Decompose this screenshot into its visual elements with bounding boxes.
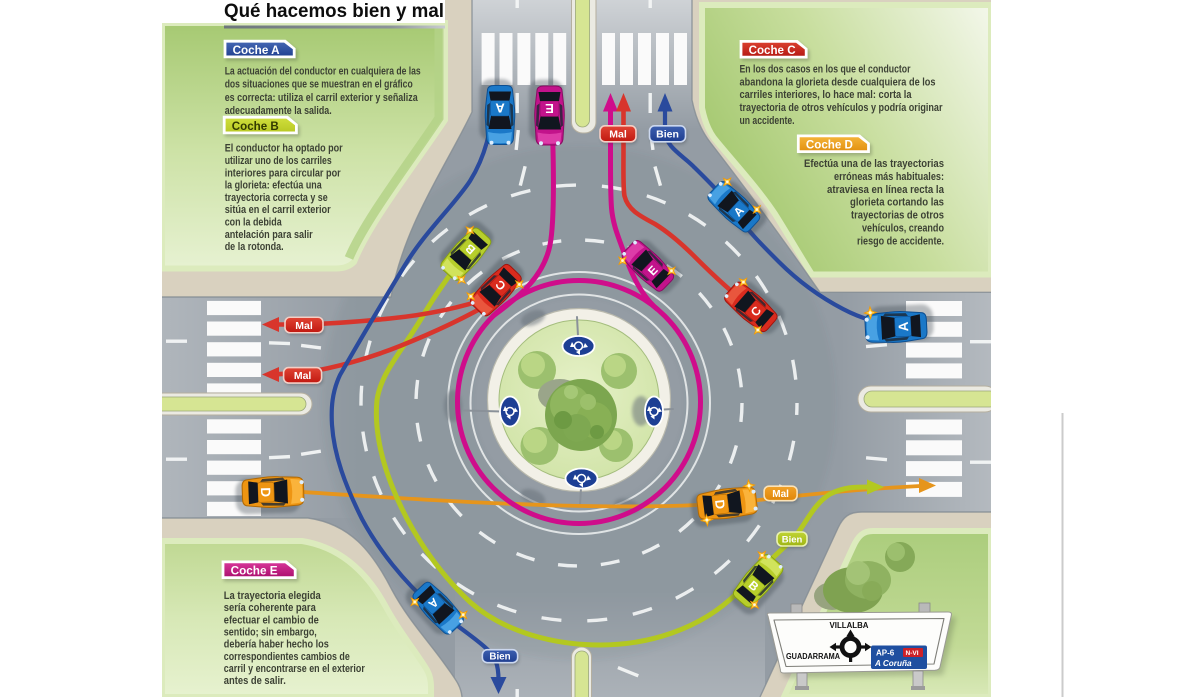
svg-text:A Coruña: A Coruña: [874, 659, 912, 668]
svg-text:El conductor ha optado por: El conductor ha optado por: [225, 143, 344, 155]
svg-text:trayectoria de otros vehículos: trayectoria de otros vehículos y podría …: [740, 102, 944, 114]
svg-text:A: A: [495, 101, 505, 116]
svg-text:Qué hacemos bien y mal: Qué hacemos bien y mal: [224, 0, 444, 22]
svg-text:vehículos, creando: vehículos, creando: [862, 223, 944, 235]
svg-text:La actuación del conductor en: La actuación del conductor en cualquiera…: [225, 66, 421, 78]
svg-text:sitúa en el carril exterior: sitúa en el carril exterior: [225, 204, 332, 216]
svg-text:Mal: Mal: [295, 320, 313, 332]
svg-text:Mal: Mal: [772, 489, 789, 500]
svg-text:debería haber hecho los: debería haber hecho los: [224, 639, 329, 651]
svg-text:Coche B: Coche B: [232, 121, 279, 133]
svg-text:Coche E: Coche E: [231, 566, 278, 578]
svg-text:de la rotonda.: de la rotonda.: [225, 241, 284, 253]
svg-text:Efectúa una de las trayectoria: Efectúa una de las trayectorias: [804, 158, 944, 170]
svg-text:con la debida: con la debida: [225, 217, 283, 229]
svg-text:N-VI: N-VI: [906, 650, 919, 657]
svg-text:Mal: Mal: [609, 129, 627, 141]
svg-text:antes de salir.: antes de salir.: [224, 675, 286, 687]
svg-text:En los dos casos en los que el: En los dos casos en los que el conductor: [740, 63, 912, 75]
svg-text:abandona la glorieta desde cua: abandona la glorieta desde cualquiera de…: [740, 76, 936, 88]
svg-text:erróneas más habituales:: erróneas más habituales:: [834, 171, 944, 183]
svg-text:atraviesa en línea recta la: atraviesa en línea recta la: [827, 184, 945, 196]
svg-text:A: A: [896, 321, 912, 332]
svg-text:sería coherente para: sería coherente para: [224, 602, 317, 614]
svg-text:Mal: Mal: [294, 370, 312, 382]
svg-text:glorieta cortando las: glorieta cortando las: [850, 197, 944, 209]
svg-text:Coche C: Coche C: [749, 45, 796, 57]
svg-text:antelación para salir: antelación para salir: [225, 229, 314, 241]
svg-text:La trayectoria elegida: La trayectoria elegida: [224, 590, 322, 602]
svg-text:trayectorias de otros: trayectorias de otros: [851, 210, 944, 222]
svg-text:la glorieta: efectúa una: la glorieta: efectúa una: [225, 180, 323, 192]
svg-text:Coche D: Coche D: [806, 140, 853, 152]
svg-text:Bien: Bien: [489, 652, 510, 663]
svg-text:carriles interiores, lo hace m: carriles interiores, lo hace mal: corta …: [740, 89, 913, 101]
svg-text:un accidente.: un accidente.: [740, 115, 795, 127]
svg-text:riesgo de accidente.: riesgo de accidente.: [857, 235, 944, 247]
svg-text:carril y encontrarse en el ext: carril y encontrarse en el exterior: [224, 663, 366, 675]
svg-text:Bien: Bien: [656, 129, 679, 141]
svg-text:correspondientes cambios de: correspondientes cambios de: [224, 651, 350, 663]
svg-text:sentido; sin embargo,: sentido; sin embargo,: [224, 627, 317, 639]
svg-text:es correcta: utiliza el carri: es correcta: utiliza el carril exterior …: [225, 92, 419, 104]
svg-text:D: D: [712, 499, 728, 510]
svg-text:VILLALBA: VILLALBA: [830, 621, 869, 630]
svg-text:adecuadamente la salida.: adecuadamente la salida.: [225, 105, 332, 117]
svg-text:efectuar el cambio de: efectuar el cambio de: [224, 614, 319, 626]
svg-text:interiores para circular por: interiores para circular por: [225, 167, 342, 179]
svg-text:dos situaciones que se muestra: dos situaciones que se muestran en el gr…: [225, 79, 413, 91]
svg-text:D: D: [258, 487, 273, 498]
svg-text:AP-6: AP-6: [876, 649, 895, 658]
svg-text:utilizar uno de los carriles: utilizar uno de los carriles: [225, 155, 332, 167]
svg-text:Bien: Bien: [782, 534, 803, 545]
svg-text:E: E: [545, 101, 554, 116]
svg-text:trayectoria correcta y se: trayectoria correcta y se: [225, 192, 328, 204]
svg-text:GUADARRAMA: GUADARRAMA: [786, 652, 840, 661]
svg-text:Coche A: Coche A: [233, 45, 280, 57]
